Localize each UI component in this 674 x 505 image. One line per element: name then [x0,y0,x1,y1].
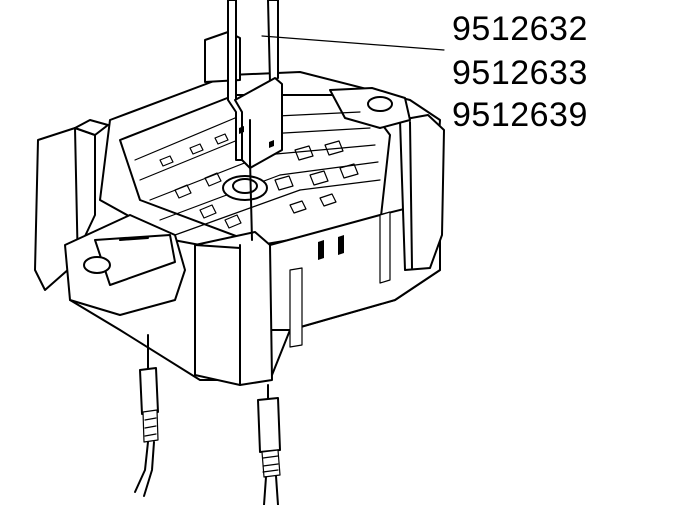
front-corner-post [194,231,273,386]
part-number-label: 9512632 [452,10,588,48]
back-right-mount [329,87,411,129]
left-wire-connector [134,334,159,497]
mount-hole [367,96,393,112]
terminal-removal-tool [227,0,283,241]
center-locator [222,175,268,201]
socket-grid [134,111,381,236]
part-number-label: 9512639 [452,96,588,134]
callout-leader-line [261,35,445,51]
mount-hole [83,256,111,274]
front-left-mount [64,214,186,316]
right-corner-post [399,114,445,271]
right-wire-connector [257,384,281,505]
part-number-label: 9512633 [452,54,588,92]
side-slots [289,211,391,348]
